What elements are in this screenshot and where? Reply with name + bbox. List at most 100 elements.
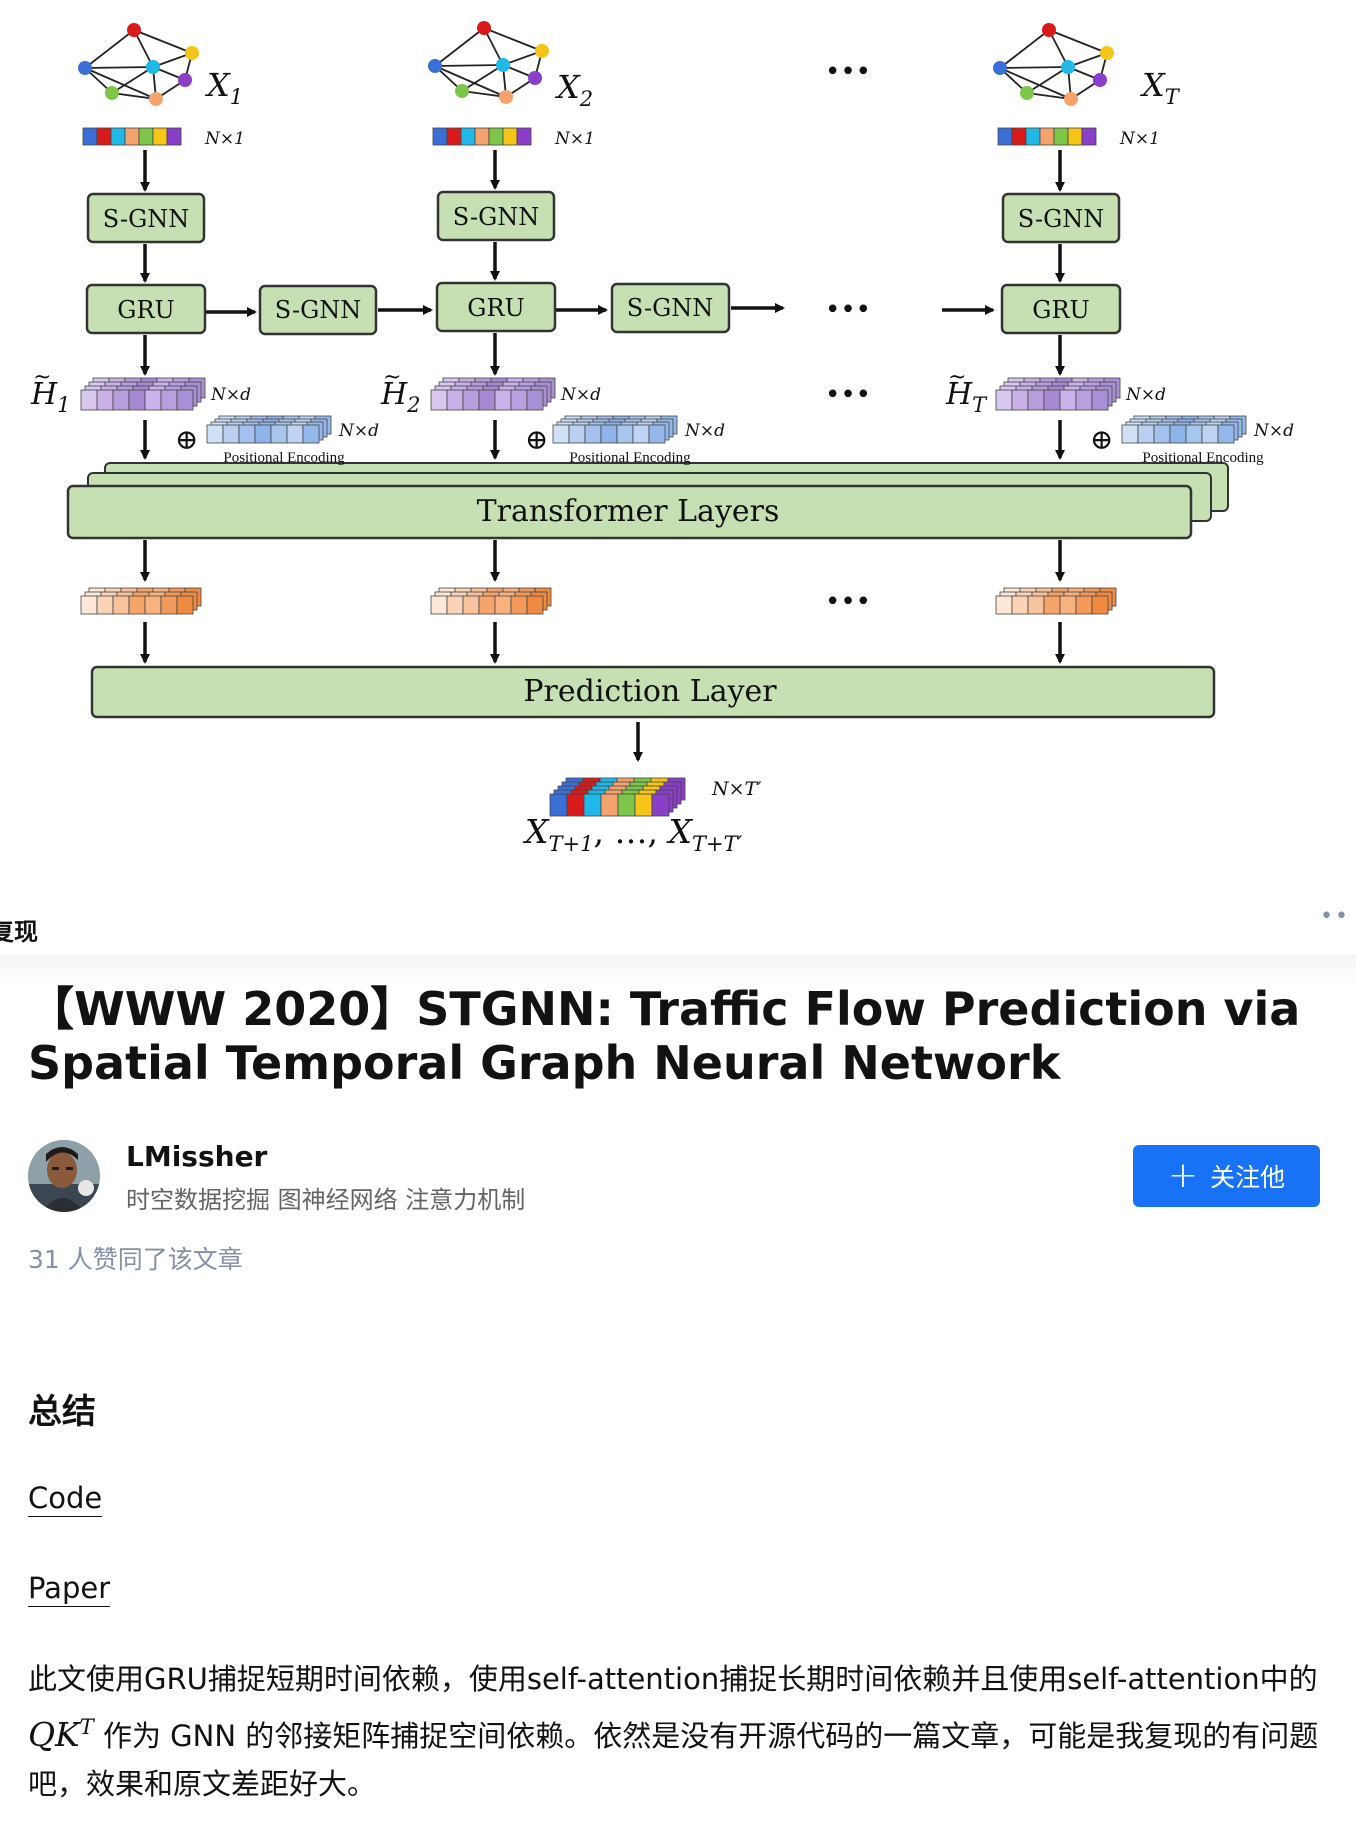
- pe-stack-cell: [1217, 424, 1235, 444]
- input-vector-cell: [1067, 127, 1083, 146]
- input-vector-cell: [474, 127, 490, 146]
- hidden-h-label: HT: [945, 377, 988, 417]
- pe-label: Positional Encoding: [223, 450, 345, 466]
- hidden-h-label: H2: [380, 377, 421, 417]
- prediction-layer-box: [90, 665, 1216, 719]
- input-vector: [432, 127, 532, 146]
- more-dots-icon[interactable]: ••: [1320, 904, 1350, 929]
- pe-stack-cell: [270, 424, 288, 444]
- input-vector-cell: [82, 127, 98, 146]
- hidden-output-stack-cell: [128, 595, 146, 615]
- avatar[interactable]: [28, 1140, 100, 1212]
- ellipsis-hidden: •••: [825, 380, 871, 410]
- graph-node: [1061, 60, 1075, 74]
- code-link[interactable]: Code: [28, 1481, 103, 1517]
- dim-nxd-label: N×d: [560, 385, 601, 405]
- graph-edge: [1026, 92, 1072, 100]
- gru-label: GRU: [1032, 296, 1089, 324]
- input-vector-cell: [152, 127, 168, 146]
- transformer-label: Transformer Layers: [477, 494, 780, 529]
- hidden-state-stack-cell: [176, 389, 194, 411]
- dim-nxd-label: N×d: [210, 385, 251, 405]
- author-card: LMissher 时空数据挖掘 图神经网络 注意力机制 + 关注他: [28, 1140, 1328, 1216]
- hidden-output-stack-cell: [430, 595, 448, 615]
- hidden-output-stack: [430, 587, 552, 615]
- pe-stack-cell: [1169, 424, 1187, 444]
- graph-node: [1100, 46, 1114, 60]
- hidden-output-stack-cell: [446, 595, 464, 615]
- pe-dim-label: N×d: [684, 421, 725, 441]
- graph-node: [1064, 92, 1078, 106]
- pe-stack-cell: [568, 424, 586, 444]
- graph-edge: [111, 66, 154, 94]
- follow-button[interactable]: + 关注他: [1133, 1145, 1320, 1207]
- input-vector: [82, 127, 182, 146]
- graph-node: [78, 61, 92, 75]
- pe-dim-label: N×d: [1253, 421, 1294, 441]
- para-text-2: 作为 GNN 的邻接矩阵捕捉空间依赖。依然是没有开源代码的一篇文章，可能是我复现…: [28, 1719, 1319, 1801]
- pe-stack-cell: [552, 424, 570, 444]
- para-text-1: 此文使用GRU捕捉短期时间依赖，使用self-attention捕捉长期时间依赖…: [28, 1662, 1318, 1696]
- hidden-output-stack-cell: [1059, 595, 1077, 615]
- avatar-image: [28, 1140, 100, 1212]
- hidden-output-stack: [995, 587, 1117, 615]
- hidden-state-stack-cell: [494, 389, 512, 411]
- hidden-output-stack: [80, 587, 202, 615]
- author-tags: 时空数据挖掘 图神经网络 注意力机制: [126, 1186, 526, 1214]
- final-output-stack-cell: [549, 793, 568, 817]
- pe-stack-cell: [302, 424, 320, 444]
- sgnn-box: [1001, 192, 1121, 244]
- hidden-state-stack-cell: [160, 389, 178, 411]
- ellipsis-output: •••: [825, 587, 871, 617]
- hidden-state-stack-cell: [128, 389, 146, 411]
- column-label[interactable]: 复现: [0, 918, 38, 946]
- pe-stack-cell: [238, 424, 256, 444]
- graph-node: [1093, 73, 1107, 87]
- hidden-state-stack: [995, 377, 1121, 411]
- pe-stack-cell: [1185, 424, 1203, 444]
- follow-label: 关注他: [1210, 1163, 1286, 1192]
- hidden-output-stack-cell: [1075, 595, 1093, 615]
- article-title: 【WWW 2020】STGNN: Traffic Flow Prediction…: [28, 982, 1301, 1090]
- input-vector-cell: [1081, 127, 1097, 146]
- hidden-state-stack: [430, 377, 556, 411]
- hidden-state-stack-cell: [462, 389, 480, 411]
- graph-node: [455, 84, 469, 98]
- gru-label: GRU: [117, 296, 174, 324]
- author-name[interactable]: LMissher: [126, 1140, 268, 1173]
- hidden-state-stack-cell: [446, 389, 464, 411]
- graph-edge: [434, 27, 485, 67]
- graph-edge: [434, 65, 507, 98]
- header-divider: [0, 955, 1356, 985]
- dim-nx1-label: N×1: [204, 129, 245, 149]
- graph-node: [528, 71, 542, 85]
- graph-edge: [999, 29, 1050, 69]
- input-vector-cell: [502, 127, 518, 146]
- prediction-label: Prediction Layer: [523, 674, 777, 709]
- input-vector-cell: [1025, 127, 1041, 146]
- graph-node: [496, 58, 510, 72]
- input-vector-cell: [432, 127, 448, 146]
- paper-link[interactable]: Paper: [28, 1571, 111, 1607]
- hidden-output-stack-cell: [176, 595, 194, 615]
- output-label: XT+1, …, XT+T′: [522, 812, 743, 856]
- graph-node: [535, 44, 549, 58]
- hidden-output-stack-cell: [494, 595, 512, 615]
- hidden-state-stack-cell: [1027, 389, 1045, 411]
- output-stack: [549, 777, 686, 817]
- pe-stack-cell: [254, 424, 272, 444]
- input-vector-cell: [516, 127, 532, 146]
- input-vector-cell: [460, 127, 476, 146]
- graph-edge: [84, 67, 157, 100]
- hidden-state-stack-cell: [478, 389, 496, 411]
- pe-stack-cell: [648, 424, 666, 444]
- dim-nxd-label: N×d: [1125, 385, 1166, 405]
- gru-box: [1000, 283, 1122, 335]
- graph-node: [105, 86, 119, 100]
- gru-box: [435, 281, 557, 333]
- hidden-state-stack: [80, 377, 206, 411]
- input-graph: [993, 23, 1114, 106]
- dim-nx1-label: N×1: [554, 129, 595, 149]
